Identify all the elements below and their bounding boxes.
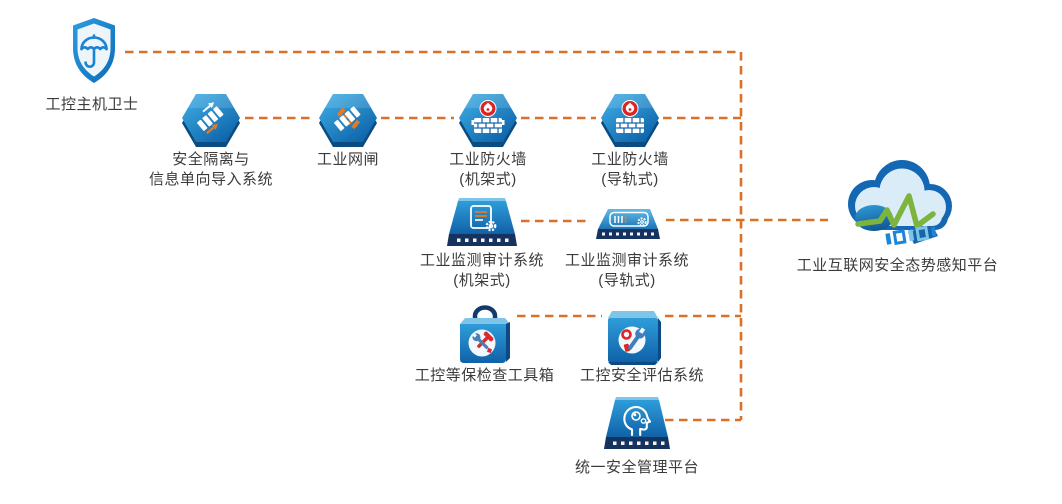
head-server-icon (604, 397, 670, 449)
node-label-firewall-rack: 工业防火墙 (机架式) (449, 151, 527, 188)
shield-umbrella-icon (73, 18, 115, 83)
one-way-transfer-icon (182, 94, 240, 147)
node-management (602, 395, 672, 460)
firewall-icon (459, 94, 517, 147)
node-audit-rail (592, 205, 664, 250)
node-label-assessment: 工控安全评估系统 (579, 367, 704, 384)
node-toolbox (455, 302, 515, 371)
node-label-isolation: 安全隔离与 信息单向导入系统 (148, 151, 273, 188)
rack-server-icon (447, 198, 517, 246)
node-audit-rack (445, 196, 519, 255)
node-label-firewall-rail: 工业防火墙 (导轨式) (591, 151, 669, 188)
node-host-guard (69, 16, 119, 93)
node-label-gatekeeper: 工业网闸 (316, 151, 379, 168)
node-label-audit-rack: 工业监测审计系统 (机架式) (420, 252, 545, 289)
node-firewall-rack (457, 92, 519, 155)
firewall-icon (601, 94, 659, 147)
node-label-host-guard: 工控主机卫士 (45, 96, 139, 113)
toolbox-icon (460, 305, 510, 363)
node-label-audit-rail: 工业监测审计系统 (导轨式) (565, 252, 690, 289)
node-label-management: 统一安全管理平台 (574, 459, 699, 476)
node-cloud (830, 148, 964, 259)
network-gap-icon (319, 94, 377, 147)
node-assessment (605, 308, 663, 371)
assessment-cube-icon (608, 311, 661, 365)
node-firewall-rail (599, 92, 661, 155)
cloud-platform-icon (848, 160, 952, 246)
node-isolation (180, 92, 242, 155)
node-label-toolbox: 工控等保检查工具箱 (414, 367, 555, 384)
rail-device-icon (596, 209, 660, 239)
node-label-cloud: 工业互联网安全态势感知平台 (796, 257, 999, 274)
node-gatekeeper (317, 92, 379, 155)
